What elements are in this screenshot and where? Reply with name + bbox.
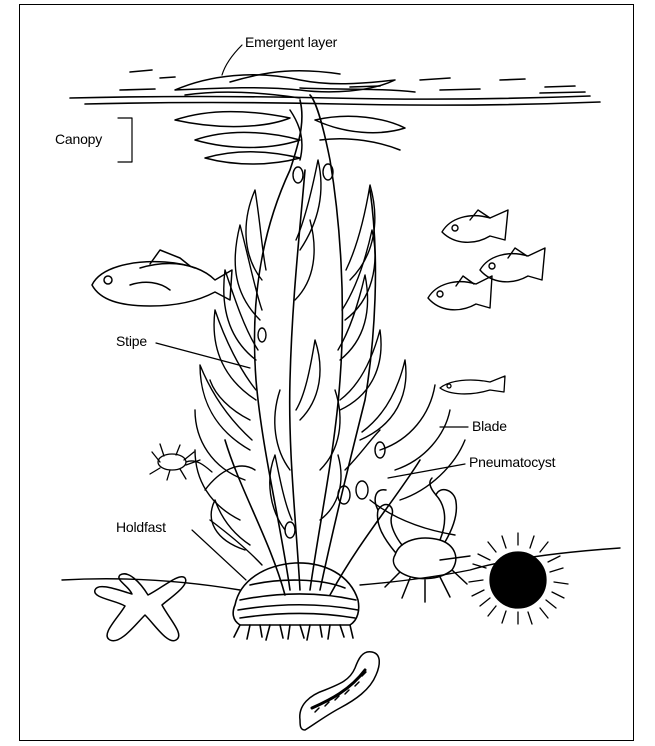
starfish [95, 574, 186, 641]
water-surface [70, 70, 600, 105]
fish-school [428, 210, 545, 310]
canopy-label: Canopy [55, 131, 102, 147]
stipe-label: Stipe [116, 333, 147, 349]
blade-label: Blade [472, 418, 507, 434]
emergent-layer-fronds [175, 71, 415, 98]
holdfast [233, 563, 359, 640]
kelp-blades-right [270, 160, 465, 535]
holdfast-label: Holdfast [116, 519, 166, 535]
crab [375, 478, 467, 602]
pneumatocyst-label: Pneumatocyst [469, 454, 555, 470]
large-fish [92, 250, 232, 306]
sea-urchin [469, 533, 568, 624]
small-fish [440, 376, 505, 394]
sea-cucumber [300, 652, 379, 730]
pneumatocysts [258, 164, 385, 538]
canopy-fronds [175, 110, 405, 164]
emergent-layer-label: Emergent layer [245, 34, 337, 50]
isopod [150, 444, 212, 480]
